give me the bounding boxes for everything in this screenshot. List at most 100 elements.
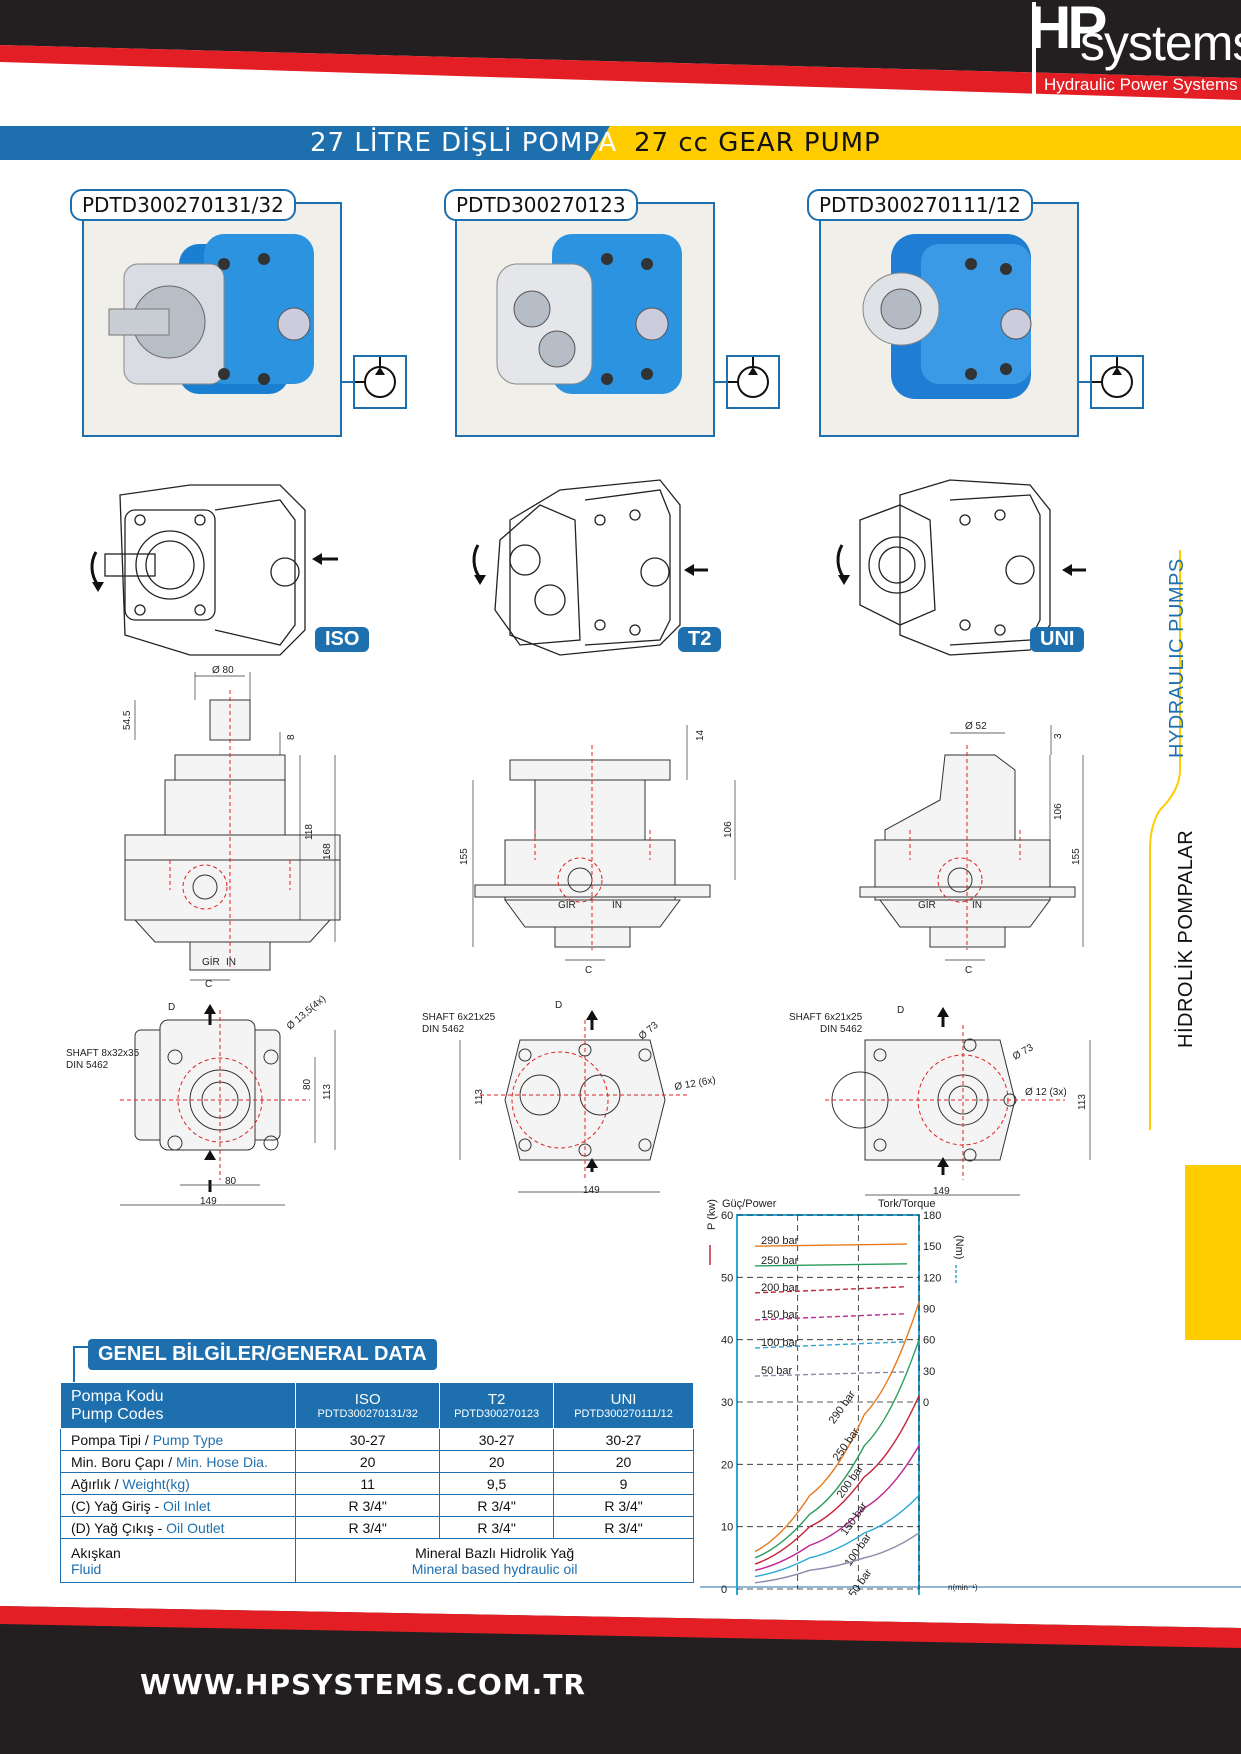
t2-side-view: 14 106 155 GİR IN C xyxy=(459,725,736,976)
torque-line xyxy=(754,1285,908,1294)
dim-54-5: 54.5 xyxy=(122,710,133,730)
dim-hole: Ø 12 (3x) xyxy=(1025,1087,1067,1098)
dim-hole: Ø 12 (6x) xyxy=(674,1075,717,1093)
uni-side-view: Ø 52 3 106 155 GİR IN C xyxy=(859,721,1084,976)
y-tick-left: 0 xyxy=(721,1584,727,1595)
power-curve xyxy=(754,1395,920,1565)
dim-c: C xyxy=(585,965,592,976)
chart-xlabel: n(min⁻¹) xyxy=(948,1583,978,1592)
torque-series-label: 290 bar xyxy=(761,1235,799,1247)
header-background xyxy=(0,0,1241,160)
dim-118: 118 xyxy=(304,824,315,840)
dim-14: 14 xyxy=(695,729,706,741)
dim-shaft-line2: DIN 5462 xyxy=(820,1024,863,1035)
side-label-hidrolik-pompalar: HİDROLİK POMPALAR xyxy=(1175,829,1197,1048)
y-tick-left: 20 xyxy=(721,1459,733,1471)
uni-front-view: D Ø 73 Ø 12 (3x) SHAFT 6x21x25 DIN 5462 … xyxy=(789,1005,1091,1197)
dim-shaft-line1: SHAFT 8x32x35 xyxy=(66,1048,140,1059)
dim-in: IN xyxy=(972,900,982,911)
dim-gir: GİR xyxy=(918,898,936,911)
y-tick-right: 180 xyxy=(923,1210,941,1222)
page-title-en: 27 cc GEAR PUMP xyxy=(634,128,881,158)
y-tick-right: 60 xyxy=(923,1335,935,1347)
dim-106: 106 xyxy=(723,821,734,838)
iso-side-view: Ø 80 54.5 8 118 168 GİR IN C xyxy=(122,665,341,990)
type-badge-uni: UNI xyxy=(1030,627,1085,652)
type-badge-iso: ISO xyxy=(315,627,370,652)
dim-in: IN xyxy=(612,900,622,911)
website-link[interactable]: WWW.HPSYSTEMS.COM.TR xyxy=(140,1668,586,1701)
power-curve xyxy=(754,1532,920,1584)
y-tick-left: 60 xyxy=(721,1210,733,1222)
dim-gir: GİR xyxy=(558,898,576,911)
torque-series-label: 150 bar xyxy=(761,1309,799,1321)
y-tick-left: 10 xyxy=(721,1522,733,1534)
x-tick: 2000 xyxy=(844,1594,868,1595)
product-code-label-iso: PDTD300270131/32 xyxy=(70,189,296,221)
pump-photo-iso xyxy=(108,234,314,394)
dim-d80: Ø 80 xyxy=(212,665,234,676)
product-photo-box-t2 xyxy=(455,202,715,437)
table-row: (D) Yağ Çıkış - Oil Outlet R 3/4"R 3/4"R… xyxy=(59,1516,694,1539)
dim-in: IN xyxy=(226,957,236,968)
hp-systems-logo: HP systems Hydraulic Power Systems xyxy=(1028,0,1241,94)
side-label-hydraulic-pumps: HYDRAULIC PUMPS xyxy=(1166,558,1188,758)
torque-series-label: 100 bar xyxy=(761,1337,799,1349)
footer-background xyxy=(0,1606,1241,1754)
dim-d52: Ø 52 xyxy=(965,721,987,732)
general-data-title: GENEL BİLGİLER/GENERAL DATA xyxy=(88,1339,437,1370)
y-tick-left: 40 xyxy=(721,1335,733,1347)
dim-d73: Ø 73 xyxy=(637,1020,661,1043)
product-code-label-uni: PDTD300270111/12 xyxy=(807,189,1033,221)
dim-113: 113 xyxy=(322,1084,333,1100)
torque-series-label: 200 bar xyxy=(761,1282,799,1294)
dim-149: 149 xyxy=(583,1185,600,1196)
general-data-bracket xyxy=(73,1346,88,1385)
pump-symbol-t2 xyxy=(726,355,780,409)
logo-tagline: Hydraulic Power Systems xyxy=(1044,75,1238,94)
y-tick-right: 0 xyxy=(923,1397,929,1409)
dim-d: D xyxy=(555,1000,562,1011)
t2-line-drawing xyxy=(472,479,708,656)
dim-106: 106 xyxy=(1053,803,1064,820)
dim-155: 155 xyxy=(1071,848,1082,865)
y-tick-right: 30 xyxy=(923,1366,935,1378)
dim-d: D xyxy=(897,1005,904,1016)
power-series-label: 290 bar xyxy=(827,1388,858,1426)
y-tick-right: 120 xyxy=(923,1272,941,1284)
side-decoration xyxy=(1149,550,1241,1340)
product-photo-box-iso xyxy=(82,202,342,437)
dim-shaft-line1: SHAFT 6x21x25 xyxy=(789,1012,863,1023)
torque-series-label: 250 bar xyxy=(761,1255,799,1267)
torque-series-label: 50 bar xyxy=(761,1365,793,1377)
power-series-label: 50 bar xyxy=(847,1567,875,1595)
y-tick-left: 50 xyxy=(721,1272,733,1284)
dim-c: C xyxy=(205,979,212,990)
dim-80-horizontal: 80 xyxy=(225,1176,237,1187)
dim-155: 155 xyxy=(459,848,470,865)
performance-chart: Güç/Power Tork/Torque P (kw) (Nm) n(min⁻… xyxy=(700,1198,1241,1595)
torque-line xyxy=(754,1341,908,1349)
torque-line xyxy=(754,1263,908,1267)
torque-line xyxy=(754,1312,908,1321)
dim-168: 168 xyxy=(322,843,333,860)
product-photo-box-uni xyxy=(819,202,1079,437)
dim-d: D xyxy=(168,1002,175,1013)
iso-front-view: D Ø 13,5(4x) SHAFT 8x32x35 DIN 5462 80 1… xyxy=(66,993,336,1207)
dim-c: C xyxy=(965,965,972,976)
uni-line-drawing xyxy=(836,479,1086,656)
chart-title-power: Güç/Power xyxy=(722,1198,777,1210)
dim-113: 113 xyxy=(1077,1094,1088,1110)
power-curve xyxy=(754,1445,920,1571)
power-curve xyxy=(754,1339,920,1559)
dim-gir: GİR xyxy=(202,955,220,968)
page-title-tr: 27 LİTRE DİŞLİ POMPA xyxy=(310,128,618,158)
chart-ylabel-left: P (kw) xyxy=(706,1199,718,1230)
